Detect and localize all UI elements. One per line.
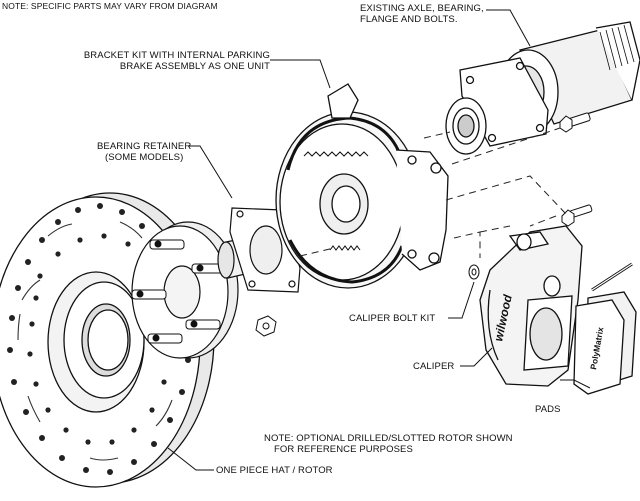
callout-rotor: ONE PIECE HAT / ROTOR: [216, 465, 333, 476]
leader-lines: [167, 9, 591, 471]
callout-bracket-kit-line1: BRACKET KIT WITH INTERNAL PARKING: [83, 50, 270, 61]
parking-brake-bracket: [275, 83, 449, 289]
callout-caliper: CALIPER: [413, 361, 455, 372]
callout-bearing-retainer: BEARING RETAINER (SOME MODELS): [97, 141, 191, 163]
callout-bearing-retainer-line1: BEARING RETAINER: [97, 141, 192, 152]
lug-nut: [255, 315, 277, 337]
footer-note-line1: NOTE: OPTIONAL DRILLED/SLOTTED ROTOR SHO…: [264, 433, 513, 444]
callout-pads: PADS: [535, 404, 561, 415]
caliper-washer: [468, 264, 480, 280]
footer-note: NOTE: OPTIONAL DRILLED/SLOTTED ROTOR SHO…: [264, 433, 513, 455]
brake-pads: [573, 291, 637, 395]
pad-retainer-pin: [591, 262, 633, 292]
axle-housing: [445, 21, 640, 155]
callout-axle-line2: FLANGE AND BOLTS.: [360, 14, 458, 25]
callout-bracket-kit: BRACKET KIT WITH INTERNAL PARKING BRAKE …: [64, 50, 270, 72]
caliper-body: [479, 225, 583, 387]
header-note: NOTE: SPECIFIC PARTS MAY VARY FROM DIAGR…: [2, 1, 218, 11]
assembly-lines: [299, 127, 567, 258]
footer-note-line2: FOR REFERENCE PURPOSES: [274, 444, 413, 455]
callout-bracket-kit-line2: BRAKE ASSEMBLY AS ONE UNIT: [119, 61, 270, 72]
callout-caliper-bolt-kit: CALIPER BOLT KIT: [349, 313, 436, 324]
callout-axle-line1: EXISTING AXLE, BEARING,: [360, 3, 484, 14]
rotor-drill-holes: [7, 203, 191, 475]
caliper-bolt: [561, 204, 593, 227]
callout-bearing-retainer-line2: (SOME MODELS): [105, 152, 184, 163]
callout-axle: EXISTING AXLE, BEARING, FLANGE AND BOLTS…: [360, 3, 484, 25]
